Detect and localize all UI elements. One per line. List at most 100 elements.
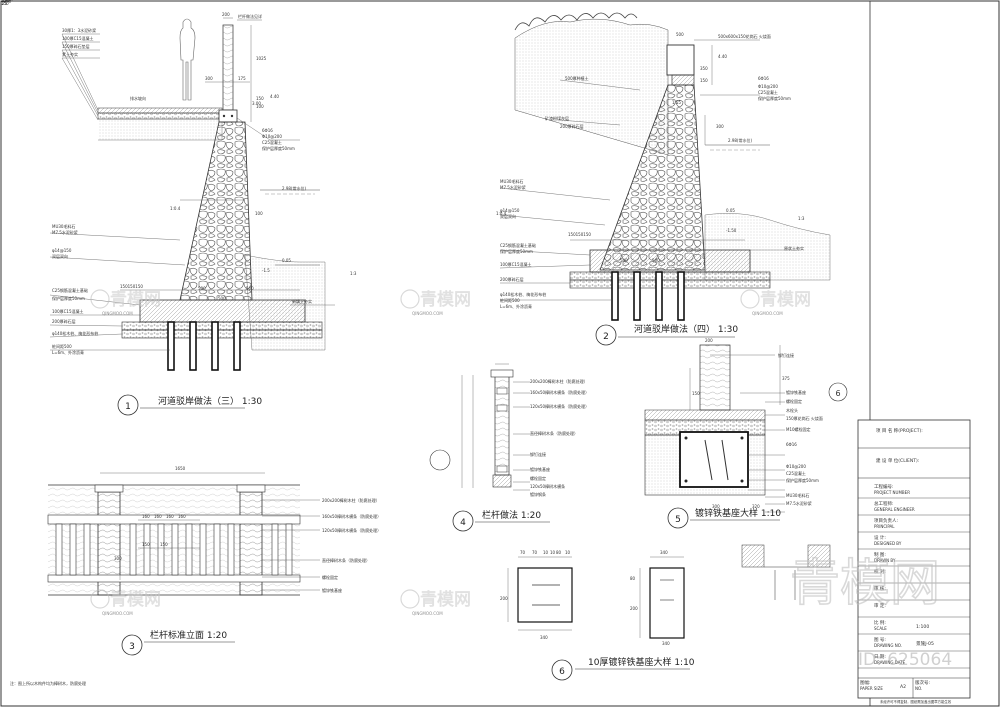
drawing-6-dim: 80 xyxy=(556,550,562,555)
drawing-2-label: 200厚碎石层 xyxy=(560,123,584,129)
drawing-1-label: φ14@150 xyxy=(52,248,72,253)
section-detail-fragment xyxy=(741,544,831,600)
drawing-4-label: 镀锌铁基座 xyxy=(530,466,550,472)
drawing-3-label: 螺栓固定 xyxy=(322,574,338,580)
drawing-2-number-circle xyxy=(595,324,617,346)
drawing-1-label: 栏杆做法见详 xyxy=(238,13,262,19)
drawing-3-dim: 160 xyxy=(166,514,174,519)
drawing-4-dim: 150 xyxy=(1,1,9,6)
drawing-no-value: 景施J-05 xyxy=(916,640,934,647)
drawing-3-dim: 1650 xyxy=(175,466,186,471)
drawing-2-riverbank-section-4: 500x600x150花岗石 火烧面6Φ16Φ10@200C25混凝土保护层厚度… xyxy=(496,12,831,346)
drawing-2-dim: 500 xyxy=(652,258,660,263)
drawing-4-label: 120x50樟树木横条（防腐处理） xyxy=(530,403,589,409)
project-label: 项 目 名 称(PROJECT): xyxy=(876,427,923,434)
drawing-3-label: 直径樟树木条（防腐处理） xyxy=(322,557,370,563)
drawing-2-dim: 0.05 xyxy=(726,208,735,213)
drawing-6-dim: 200 xyxy=(630,606,638,611)
drawing-3-railing-elevation: 200x200樟树木柱（防腐处理）160x50樟树木横条（防腐处理）120x50… xyxy=(10,466,381,686)
drawing-2-dim: 500 xyxy=(676,32,684,37)
plate-elevation xyxy=(649,567,685,639)
watermark-url: QINGMOO.COM xyxy=(102,311,133,316)
drawing-3-dim: 160 xyxy=(154,514,162,519)
drawing-1-label: C25混凝土 xyxy=(262,139,282,145)
title-block-row-en: DRAWING DATE xyxy=(874,660,906,665)
drawing-2-label: 双层双向 xyxy=(500,213,516,219)
drawing-2-label: 原状土夯实 xyxy=(784,245,804,251)
planting-slope xyxy=(514,18,669,156)
title-block-row-en: DRAWING NO. xyxy=(874,643,902,648)
drawing-1-riverbank-section-3: 30厚1：3水泥砂浆100厚C15混凝土150厚碎石垫层素土夯实栏杆做法见详6Φ… xyxy=(49,12,357,416)
drawing-1-dim: 300 xyxy=(205,76,213,81)
watermark-url: QINGMOO.COM xyxy=(752,311,783,316)
drawing-6-dim: 200 xyxy=(500,596,508,601)
drawing-2-label: 100厚C15混凝土 xyxy=(500,261,532,267)
drawing-5-label: C25混凝土 xyxy=(786,470,806,476)
drawing-4-railing-detail: 200x200樟树木柱（防腐处理）160x50樟树木横条（防腐处理）120x50… xyxy=(1,0,589,532)
paper-size-value: A2 xyxy=(900,684,906,690)
drawing-5-number-circle xyxy=(667,507,689,529)
paper-size-en: PAPER SIZE xyxy=(860,686,883,691)
gravel-layer xyxy=(97,112,223,120)
coping-beam xyxy=(218,109,238,123)
drawing-1-label: 保护层厚度50mm xyxy=(262,145,295,151)
watermark-url: QINGMOO.COM xyxy=(102,611,133,616)
drawing-1-label: C25钢筋混凝土基础 xyxy=(52,287,88,293)
drawing-1-label: 排水坡向 xyxy=(130,95,146,101)
masonry-wall xyxy=(179,121,253,301)
drawing-3-dim: 300 xyxy=(114,556,122,561)
drawing-3-label: 镀锌铁基座 xyxy=(322,587,342,593)
drawing-1-dim: 100 xyxy=(256,104,264,109)
drawing-1-dim: 200 xyxy=(222,12,230,17)
paving-layer xyxy=(97,107,223,114)
title-block: 项 目 名 称(PROJECT): 建 设 单 位(CLIENT): 工程编号:… xyxy=(857,1,971,706)
drawing-5-label: M7.5水泥砂浆 xyxy=(786,500,812,506)
drawing-4-dim: 200 xyxy=(2,0,10,1)
drawing-5-dim: 375 xyxy=(782,376,790,381)
drawing-2-dim: 1:3 xyxy=(798,216,805,221)
drawing-3-dim: 160 xyxy=(178,514,186,519)
drawing-5-label: 150厚花岗石 火烧面 xyxy=(786,415,823,421)
drawing-6-dim: 10 xyxy=(543,550,549,555)
drawing-4-label: 铆钉连接 xyxy=(530,451,546,457)
drawing-1-label: MU30毛料石 xyxy=(52,223,75,229)
title-block-row-en: PROJECT NUMBER xyxy=(874,490,910,495)
title-block-row-label: 审 定: xyxy=(874,602,886,609)
drawing-4-label: 螺栓固定 xyxy=(530,475,546,481)
drawing-5-label: M10螺栓固定 xyxy=(786,426,811,432)
drawing-3-label: 120x50樟树木横条（防腐处理） xyxy=(322,527,381,533)
drawing-2-dim: 150150150 xyxy=(568,232,591,237)
drawing-3-title: 栏杆标准立面 1:20 xyxy=(150,629,227,641)
drawing-6-number: 6 xyxy=(559,667,565,677)
drawing-5-label: 螺栓固定 xyxy=(786,398,802,404)
granite-coping xyxy=(666,44,695,76)
drawing-1-label: 200厚碎石层 xyxy=(52,318,76,324)
drawing-1-dim: 500 xyxy=(218,296,226,301)
bottom-rail xyxy=(47,574,301,583)
edition-en: NO. xyxy=(915,686,922,691)
railing-post xyxy=(222,24,234,111)
drawing-6-dim: 80 xyxy=(630,576,636,581)
drawing-2-number: 2 xyxy=(603,332,609,342)
drawing-1-dim: 1025 xyxy=(256,56,267,61)
drawing-5-dim: 150 xyxy=(692,391,700,396)
drawing-2-dim: 350 xyxy=(700,66,708,71)
drawing-1-number: 1 xyxy=(125,402,131,412)
drawing-5-label: Φ10@200 xyxy=(786,464,806,469)
drawing-1-label: 30厚1：3水泥砂浆 xyxy=(62,27,96,33)
balusters xyxy=(55,523,293,576)
drawing-4-label: 120x50樟树木横条 xyxy=(530,483,565,489)
title-block-row-label: 制 图: xyxy=(874,551,886,558)
drawing-1-dim: 0.05 xyxy=(282,258,291,263)
rc-foundation-2 xyxy=(589,249,751,273)
drawing-6-title: 10厚镀锌铁基座大样 1:10 xyxy=(588,656,695,668)
drawing-1-dim: 1:0.4 xyxy=(170,206,181,211)
drawing-1-dim: 500 xyxy=(198,286,206,291)
drawing-1-label: 150厚碎石垫层 xyxy=(62,43,90,49)
drawing-2-label: C25钢筋混凝土基础 xyxy=(500,242,536,248)
